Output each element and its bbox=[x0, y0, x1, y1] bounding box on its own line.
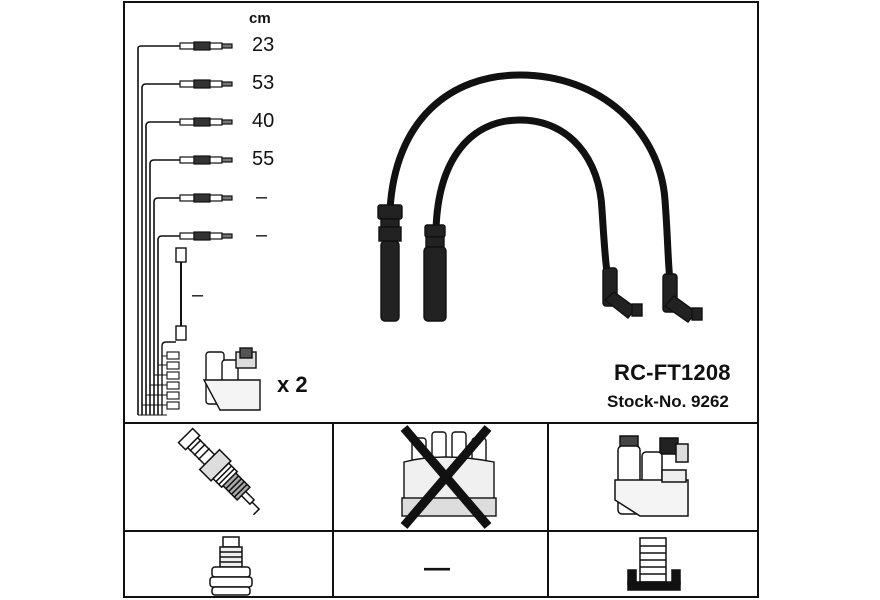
cable-length-2: 53 bbox=[252, 72, 275, 94]
unavailable-cross-icon bbox=[400, 425, 492, 529]
unit-label: cm bbox=[249, 10, 271, 27]
ignition-coil-icon bbox=[202, 347, 261, 411]
plug-boot-left bbox=[377, 204, 403, 322]
angled-boot-left bbox=[602, 267, 643, 319]
cable-length-6: – bbox=[256, 224, 268, 246]
grid-divider-middle bbox=[123, 530, 759, 532]
stock-number: Stock-No. 9262 bbox=[607, 392, 729, 411]
bundle-terminals bbox=[138, 351, 180, 416]
cable-length-4: 55 bbox=[252, 148, 275, 170]
grid-divider-left bbox=[332, 422, 334, 598]
cable-length-3: 40 bbox=[252, 110, 275, 132]
angled-boot-right bbox=[662, 273, 703, 323]
coil-cable-length: – bbox=[192, 284, 204, 306]
diagram-frame bbox=[123, 1, 759, 598]
cable-length-1: 23 bbox=[252, 34, 275, 56]
coil-lead bbox=[161, 247, 187, 415]
product-model: RC-FT1208 bbox=[614, 360, 731, 385]
coil-quantity: x 2 bbox=[277, 372, 308, 397]
cable-connector-icon bbox=[179, 41, 233, 241]
rotor-placeholder: — bbox=[424, 552, 450, 582]
grid-divider-top bbox=[123, 422, 759, 424]
cable-length-5: – bbox=[256, 186, 268, 208]
grid-divider-right bbox=[547, 422, 549, 598]
plug-boot-right bbox=[423, 224, 447, 322]
